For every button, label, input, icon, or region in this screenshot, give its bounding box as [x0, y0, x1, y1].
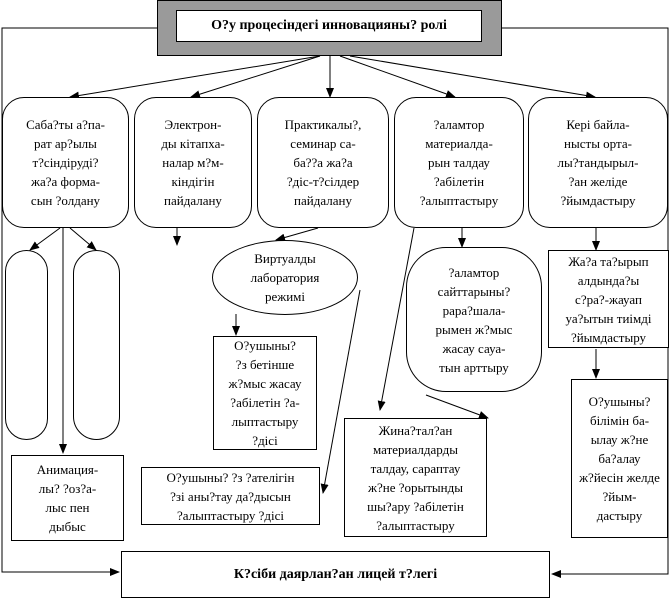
- arrow-title-n1: [69, 55, 321, 100]
- graduate-box: К?сіби даярлан?ан лицей т?легі: [121, 551, 550, 598]
- node-internet-materials: ?аламтор материалда- рын талдау ?абілеті…: [394, 97, 524, 228]
- node-animation-sound: Анимация- лы? ?оз?а- лыс пен дыбыс: [11, 455, 124, 541]
- arrow-title-n4: [339, 55, 456, 98]
- node-virtual-lab: Виртуалды лаборатория режимі: [212, 240, 358, 315]
- arrow-title-n2: [190, 55, 321, 99]
- arrow-n4-collected: [377, 227, 415, 411]
- diagram-title: О?у процесіндегі инновацияны? ролі: [176, 10, 482, 42]
- node-explain-new-form: Саба?ты а?па- рат ар?ылы т?сіндіруді? жа…: [2, 97, 129, 228]
- node-feedback-network: Кері байла- нысты орта- лы?тандырыл- ?ан…: [528, 97, 668, 228]
- empty-pill-left: [5, 250, 48, 440]
- arrow-sites-collected: [425, 394, 489, 419]
- node-knowledge-control: О?ушыны? білімін ба- ылау ж?не ба?алау ж…: [571, 379, 668, 538]
- arrow-n1-right-pill: [69, 227, 97, 251]
- node-electronic-libraries: Электрон- ды кітапха- налар м?м- кіндігі…: [134, 97, 252, 228]
- arrow-n1-left-pill: [29, 227, 61, 251]
- node-self-work-method: О?ушыны? ?з бетінше ж?мыс жасау ?абілеті…: [213, 336, 317, 450]
- empty-pill-right: [73, 250, 120, 440]
- arrow-n3-virtual-lab: [275, 227, 319, 242]
- arrow-virtual-lab-find-errors: [320, 289, 361, 494]
- node-collected-materials: Жина?тал?ан материалдарды талдау, сарапт…: [344, 418, 487, 537]
- node-find-errors-method: О?ушыны? ?з ?ателігін ?зі аны?тау да?дыс…: [141, 467, 320, 525]
- left-outer-line: [1, 27, 157, 576]
- arrow-title-n5: [349, 55, 596, 100]
- node-internet-sites: ?аламтор сайттарыны? pара?шала- рымен ж?…: [406, 247, 542, 392]
- node-practical-seminar: Практикалы?, семинар са- ба??а жа?а ?діс…: [257, 97, 389, 228]
- node-new-topic-qa: Жа?а та?ырып алдында?ы с?ра?-жауап уа?ыт…: [548, 250, 669, 348]
